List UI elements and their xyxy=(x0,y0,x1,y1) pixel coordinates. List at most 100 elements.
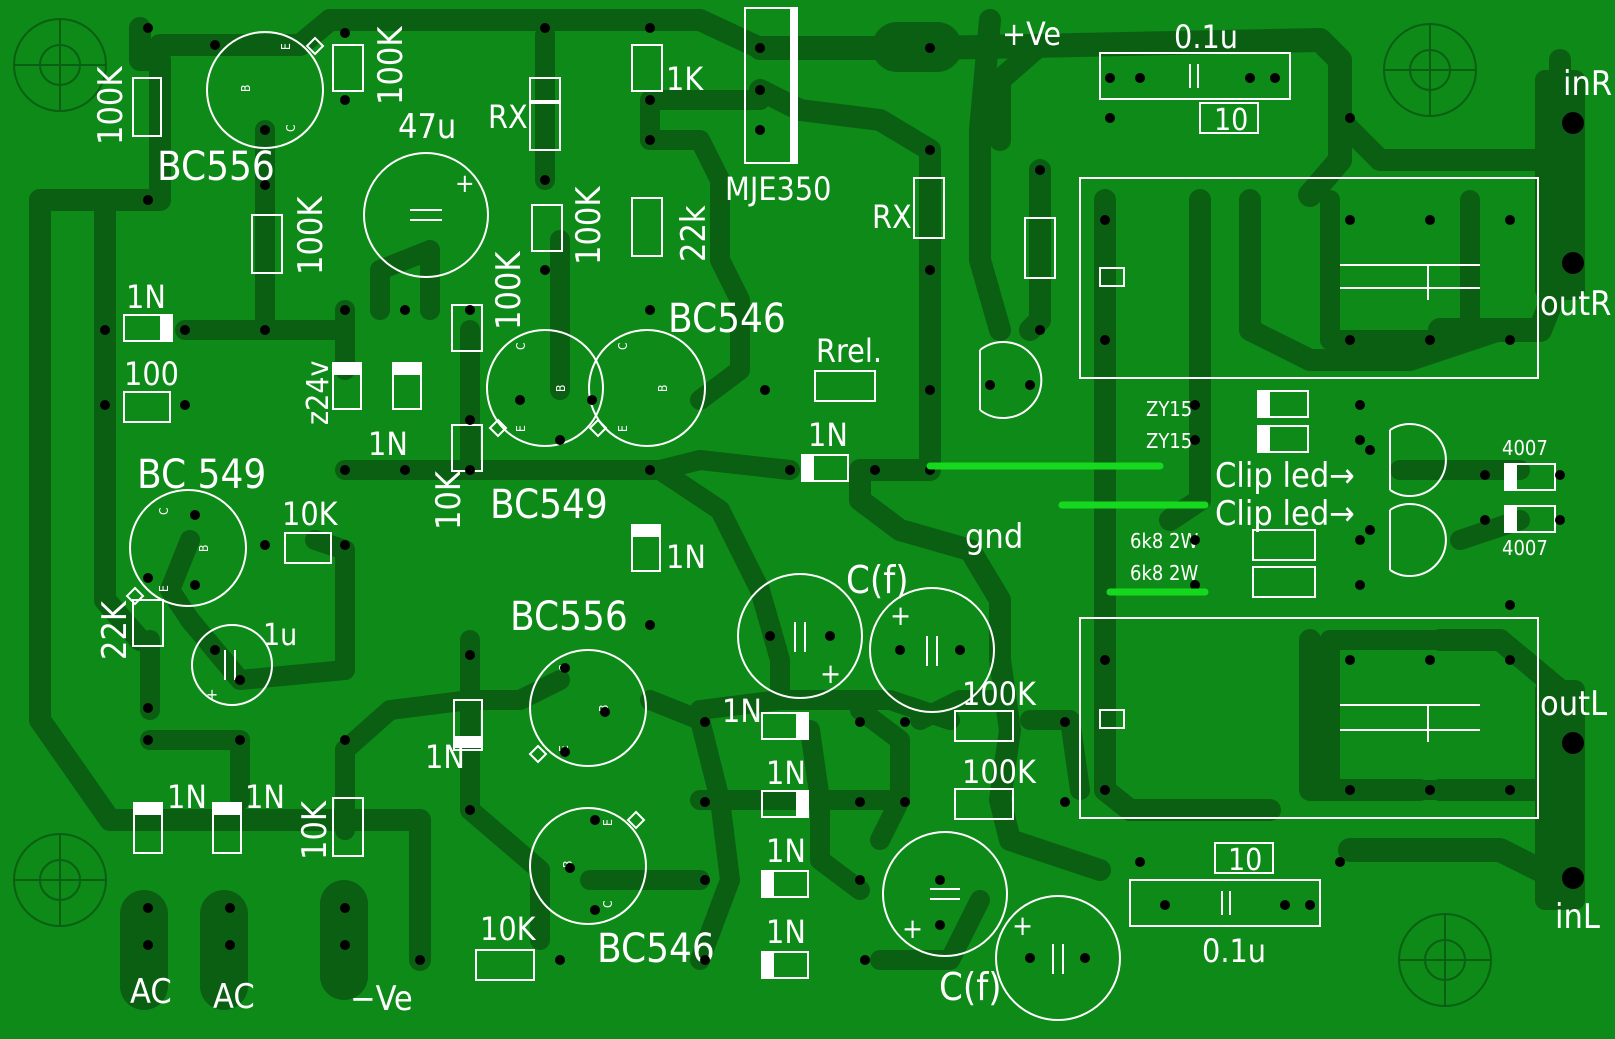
pad-hole xyxy=(645,620,655,630)
pad-hole xyxy=(1480,515,1490,525)
label-negative-supply: −Ve xyxy=(350,979,413,1019)
resistor-100k-left: 100K xyxy=(91,66,162,145)
transistor-bc556-centre: C B E BC556 xyxy=(510,594,647,767)
pad-hole xyxy=(143,573,153,583)
pad-hole xyxy=(555,955,565,965)
zener-zy15-bottom: ZY15 xyxy=(1146,425,1309,453)
label-in-right: inR xyxy=(1563,64,1612,104)
svg-text:+: + xyxy=(455,169,475,199)
pad-hole xyxy=(590,815,600,825)
pad-hole xyxy=(1035,325,1045,335)
label-out-right: outR xyxy=(1540,284,1611,324)
pad-hole xyxy=(1245,73,1255,83)
pad-hole xyxy=(855,875,865,885)
svg-text:4007: 4007 xyxy=(1502,536,1548,560)
diode-1n-vertical-mid: 1N xyxy=(368,362,422,463)
svg-text:1N: 1N xyxy=(766,913,806,951)
pad-hole xyxy=(340,903,350,913)
capacitor-47u: + 47u xyxy=(363,107,489,278)
diode-1n-row-1: 1N xyxy=(722,692,809,740)
pad-hole xyxy=(1100,215,1110,225)
pad-hole xyxy=(100,325,110,335)
label-in-left: inL xyxy=(1555,897,1600,937)
pad-hole xyxy=(895,645,905,655)
svg-text:C(f): C(f) xyxy=(846,558,909,602)
svg-text:RX: RX xyxy=(872,198,912,236)
pad-hole xyxy=(465,650,475,660)
pad-hole xyxy=(645,95,655,105)
label-positive-supply: +Ve xyxy=(1002,15,1061,53)
pad-hole xyxy=(1100,335,1110,345)
pad-hole xyxy=(340,305,350,315)
pad-hole xyxy=(400,465,410,475)
pad-hole xyxy=(755,43,765,53)
svg-text:0.1u: 0.1u xyxy=(1174,18,1238,56)
svg-text:+: + xyxy=(820,657,841,690)
svg-text:100K: 100K xyxy=(371,26,411,105)
pad-hole xyxy=(935,875,945,885)
diode-4007-bottom: 4007 xyxy=(1502,505,1556,560)
svg-text:B: B xyxy=(554,385,568,392)
capacitor-cf-top-right: + xyxy=(869,587,995,713)
svg-text:MJE350: MJE350 xyxy=(725,170,831,208)
svg-text:100K: 100K xyxy=(962,753,1037,791)
resistor-22k-centre: 22k xyxy=(631,197,714,262)
pad-hole xyxy=(765,631,775,641)
resistor-100k-row-1: 100K xyxy=(954,675,1037,742)
pad-hole xyxy=(143,903,153,913)
pad-hole xyxy=(1025,953,1035,963)
pad-hole xyxy=(260,540,270,550)
pad-hole xyxy=(825,631,835,641)
diode-4007-top: 4007 xyxy=(1502,436,1556,491)
diode-1n-left-top: 1N xyxy=(123,278,173,342)
resistor-100k-row-2: 100K xyxy=(954,753,1037,820)
mounting-hole-bottom-right xyxy=(1398,913,1492,1007)
capacitor-cf-bottom-left: + xyxy=(882,831,1008,957)
pad-hole xyxy=(1355,435,1365,445)
pad-hole xyxy=(925,43,935,53)
svg-text:100K: 100K xyxy=(962,675,1037,713)
diode-1n-centre: 1N xyxy=(631,524,706,576)
resistor-vertical-relay xyxy=(1024,217,1056,279)
pad-hole xyxy=(465,305,475,315)
pad-hole xyxy=(645,23,655,33)
pad-hole xyxy=(1100,785,1110,795)
resistor-100k-centre: 100K xyxy=(531,186,609,265)
svg-text:1N: 1N xyxy=(368,425,408,463)
diode-1n-row-2: 1N xyxy=(761,754,809,818)
pad-hole xyxy=(1425,215,1435,225)
resistor-100: 100 xyxy=(123,355,179,423)
pad-hole xyxy=(700,717,710,727)
pad-hole xyxy=(555,435,565,445)
svg-text:C: C xyxy=(157,507,171,515)
pad-hole xyxy=(143,703,153,713)
svg-text:B: B xyxy=(197,545,211,552)
pad-hole xyxy=(1060,797,1070,807)
capacitor-0.1u-top: 0.1u xyxy=(1099,18,1291,100)
resistor-10-top: 10 xyxy=(1199,102,1259,138)
pad-hole xyxy=(760,385,770,395)
pad-hole xyxy=(1080,953,1090,963)
resistor-6k8-top: 6k8 2W xyxy=(1130,529,1316,561)
pad-hole xyxy=(855,717,865,727)
silkscreen: 100K E B C BC556 100K 100K + 47u xyxy=(91,7,1612,1021)
pad-hole xyxy=(1555,515,1565,525)
pad-hole xyxy=(1505,600,1515,610)
mounting-holes xyxy=(13,18,1492,1007)
pad-hole xyxy=(1305,900,1315,910)
label-ac-1: AC xyxy=(130,972,172,1012)
resistor-10k-centre: 10K xyxy=(429,424,483,530)
pad-hole xyxy=(260,325,270,335)
svg-text:E: E xyxy=(616,425,630,432)
pad-hole xyxy=(1505,335,1515,345)
pad-hole xyxy=(1190,400,1200,410)
resistor-10k-bottom: 10K xyxy=(475,910,537,981)
pad-hole xyxy=(180,325,190,335)
pad-hole xyxy=(260,180,270,190)
pad-hole xyxy=(755,125,765,135)
relay-right xyxy=(1079,177,1539,379)
svg-text:BC549: BC549 xyxy=(490,482,608,528)
svg-text:E: E xyxy=(157,585,171,592)
pad-hole xyxy=(1135,73,1145,83)
pad-hole xyxy=(465,415,475,425)
